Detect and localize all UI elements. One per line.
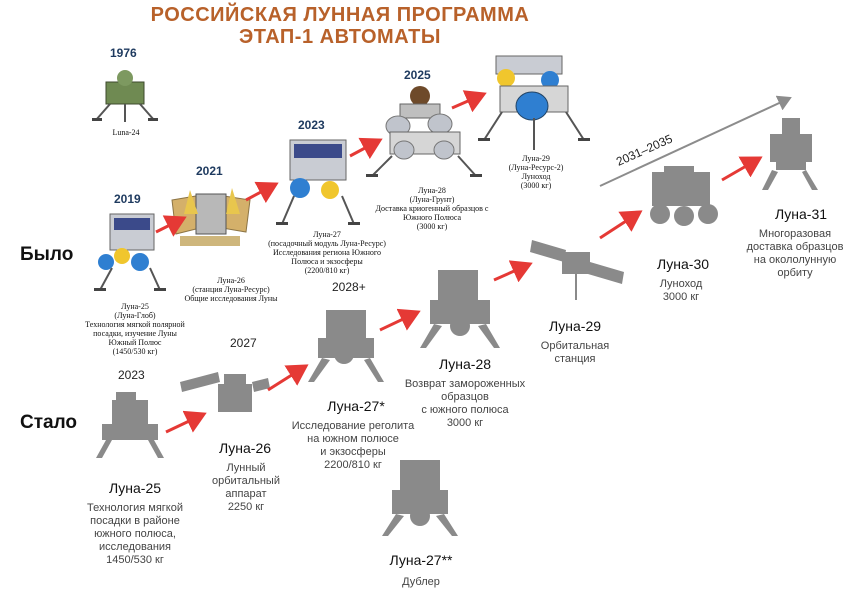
old-arrow-4 — [451, 90, 487, 113]
luna-27-image — [276, 139, 360, 225]
new-name-luna-25: Луна-25 — [108, 480, 162, 496]
old-arrow-1 — [155, 215, 187, 237]
old-caption-luna-26: Луна-26 (станция Луна-Ресурс) Общие иссл… — [184, 276, 278, 303]
new-desc-luna-27-backup: Дублер — [402, 576, 440, 588]
luna-25-silhouette — [96, 392, 164, 458]
new-desc-luna-27: Исследование реголита на южном полюсе и … — [291, 420, 415, 471]
new-arrow-1 — [165, 410, 207, 434]
new-desc-luna-29: Орбитальная станция — [540, 340, 610, 365]
luna-25-image — [94, 213, 166, 291]
new-year-2027: 2027 — [230, 336, 257, 350]
old-year-2025: 2025 — [404, 68, 431, 82]
old-year-2023: 2023 — [298, 118, 325, 132]
old-caption-luna-24: Luna-24 — [112, 128, 140, 137]
old-caption-luna-25: Луна-25 (Луна-Глоб) Технология мягкой по… — [85, 302, 185, 356]
new-desc-luna-26: Лунный орбитальный аппарат 2250 кг — [212, 462, 280, 513]
luna-29-old-image — [478, 55, 590, 150]
new-name-luna-29: Луна-29 — [548, 318, 602, 334]
new-name-luna-27: Луна-27* — [327, 398, 385, 414]
old-arrow-3 — [349, 137, 383, 160]
title-line-1: РОССИЙСКАЯ ЛУННАЯ ПРОГРАММА — [150, 4, 530, 26]
new-desc-luna-28: Возврат замороженных образцов с южного п… — [404, 378, 526, 429]
timeline-trend-arrow — [599, 95, 792, 187]
new-name-luna-28: Луна-28 — [438, 356, 492, 372]
luna-29-silhouette — [530, 240, 624, 300]
row-label-was: Было — [20, 244, 74, 265]
luna-27-silhouette — [308, 310, 384, 382]
new-arrow-4 — [493, 260, 533, 283]
diagram-title: РОССИЙСКАЯ ЛУННАЯ ПРОГРАММА ЭТАП-1 АВТОМ… — [60, 4, 620, 48]
old-caption-luna-27: Луна-27 (посадочный модуль Луна-Ресурс) … — [268, 230, 386, 275]
new-desc-luna-25: Технология мягкой посадки в районе южног… — [87, 502, 183, 566]
new-arrow-6 — [721, 156, 763, 182]
new-year-2028: 2028+ — [332, 280, 366, 294]
new-year-2023: 2023 — [118, 368, 145, 382]
luna-31-silhouette — [762, 118, 818, 190]
new-arrow-5 — [599, 210, 643, 240]
new-arrow-3 — [379, 308, 421, 332]
old-year-2021: 2021 — [196, 164, 223, 178]
old-arrow-2 — [245, 181, 279, 204]
luna-26-image — [171, 188, 251, 246]
luna-30-silhouette — [650, 166, 718, 226]
luna-24-image — [92, 70, 158, 122]
new-name-luna-30: Луна-30 — [656, 256, 710, 272]
new-name-luna-31: Луна-31 — [774, 206, 828, 222]
luna-26-silhouette — [180, 372, 270, 412]
luna-28-image — [366, 86, 482, 177]
luna-28-silhouette — [420, 270, 500, 348]
luna-27-backup-silhouette — [382, 460, 458, 536]
new-name-luna-26: Луна-26 — [218, 440, 272, 456]
new-arrow-2 — [267, 364, 309, 392]
row-label-now: Стало — [20, 412, 78, 433]
new-desc-luna-31: Многоразовая доставка образцов на околол… — [746, 228, 844, 279]
new-name-luna-27-backup: Луна-27** — [389, 552, 453, 568]
title-line-2: ЭТАП-1 АВТОМАТЫ — [239, 26, 441, 48]
old-year-2019: 2019 — [114, 192, 141, 206]
old-caption-luna-28: Луна-28 (Луна-Грунт) Доставка криогенный… — [375, 186, 489, 231]
new-desc-luna-30: Луноход 3000 кг — [659, 278, 703, 303]
old-year-1976: 1976 — [110, 46, 137, 60]
old-caption-luna-29: Луна-29 (Луна-Ресурс-2) Луноход (3000 кг… — [508, 154, 564, 190]
